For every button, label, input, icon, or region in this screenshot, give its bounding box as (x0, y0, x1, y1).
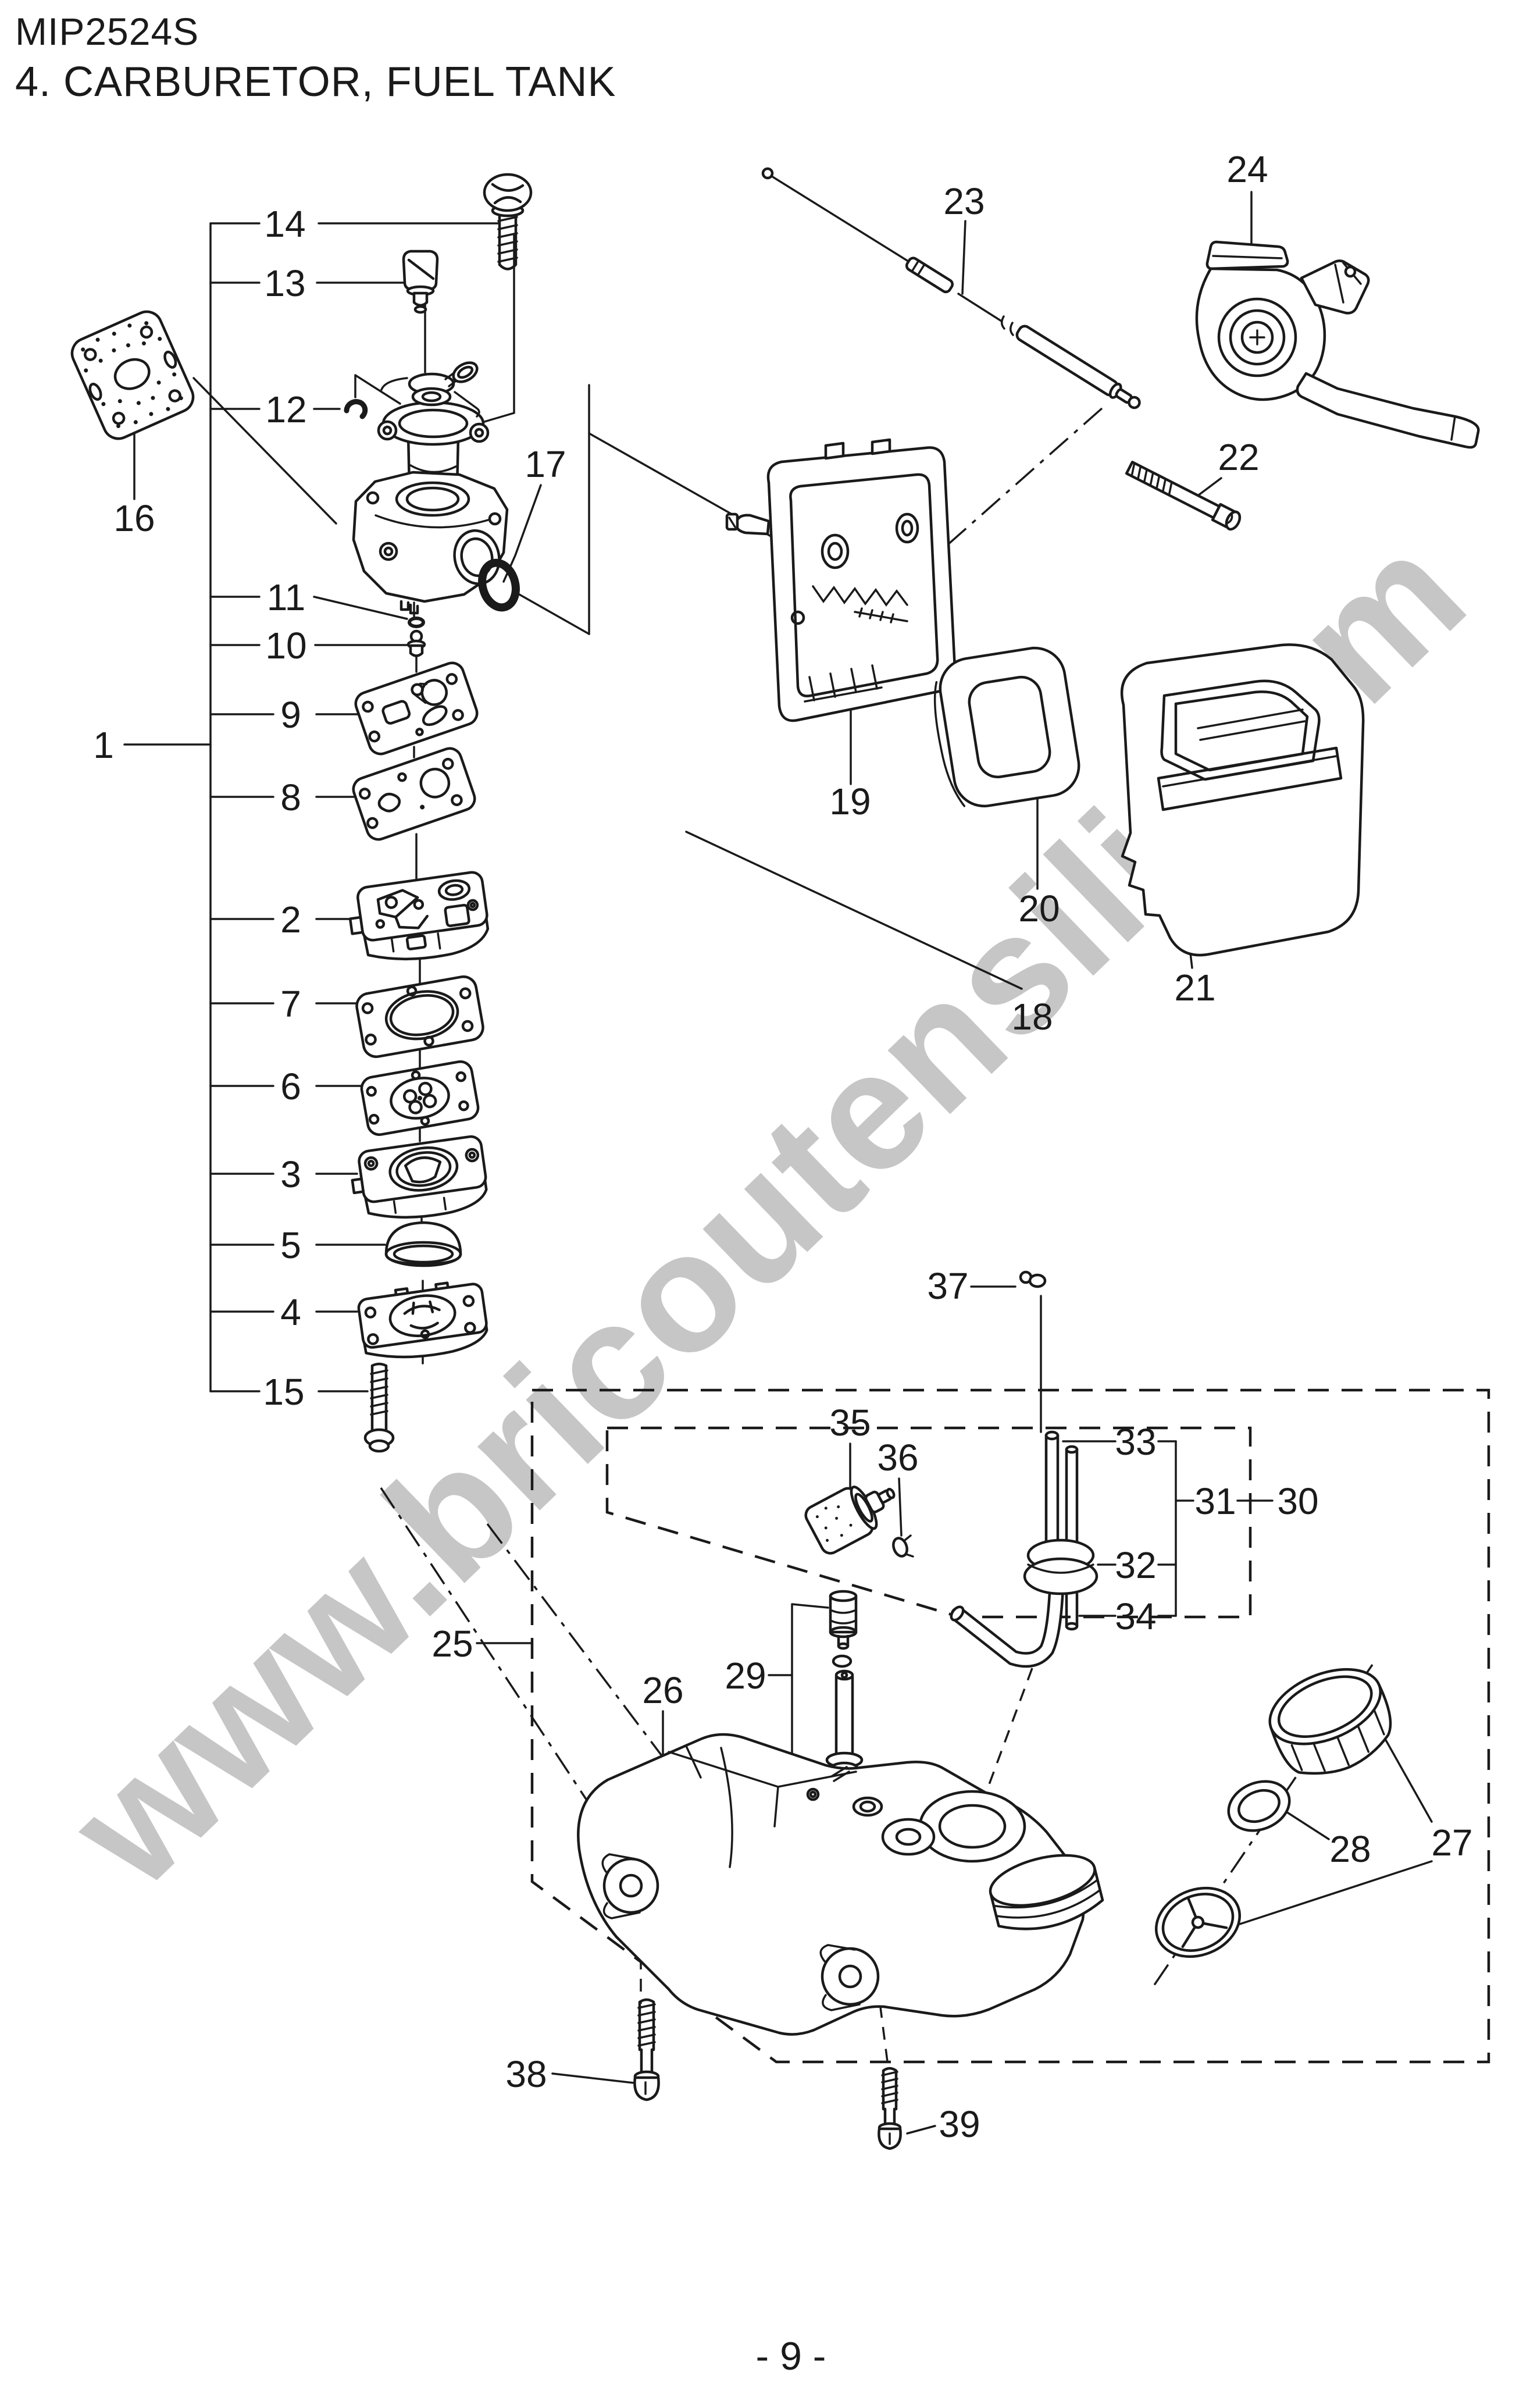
callout-9: 9 (280, 694, 301, 736)
callout-19: 19 (829, 781, 871, 822)
callout-1: 1 (93, 724, 114, 766)
leader-lines (133, 191, 1433, 2135)
callout-15: 15 (263, 1371, 304, 1413)
callout-38: 38 (505, 2053, 547, 2095)
callout-5: 5 (280, 1224, 301, 1266)
part-38-screw (633, 1998, 660, 2101)
part-19-air-cleaner-bracket (725, 438, 957, 722)
callout-17: 17 (525, 443, 566, 485)
callout-3: 3 (280, 1153, 301, 1195)
callout-30: 30 (1277, 1480, 1318, 1522)
callout-24: 24 (1226, 148, 1268, 190)
callout-20: 20 (1018, 888, 1060, 929)
part-15-screw (363, 1362, 395, 1453)
callout-31: 31 (1194, 1480, 1236, 1522)
part-23-throttle-cable (761, 167, 1141, 409)
callout-37: 37 (927, 1265, 968, 1307)
callout-labels: 1 2 3 4 5 6 7 8 9 10 11 12 13 14 15 16 1… (93, 148, 1472, 2145)
callout-25: 25 (431, 1623, 473, 1665)
part-6-diaphragm (360, 1060, 480, 1136)
assembly-1-bracket (123, 222, 274, 1392)
part-24-throttle-lever (1195, 240, 1480, 449)
part-35-fuel-filter (804, 1486, 896, 1555)
part-9-gasket (354, 661, 479, 756)
callout-2: 2 (280, 899, 301, 941)
callout-11: 11 (267, 576, 305, 618)
callout-14: 14 (264, 203, 305, 245)
part-26-fuel-tank (577, 1733, 1104, 2036)
callout-27: 27 (1431, 1822, 1472, 1864)
callout-39: 39 (939, 2103, 980, 2145)
cap-retainer (1155, 1886, 1241, 1958)
callout-28: 28 (1329, 1828, 1371, 1870)
callout-13: 13 (264, 262, 305, 304)
part-37-clip (1019, 1270, 1047, 1288)
part-39-screw (878, 2067, 902, 2150)
callout-12: 12 (265, 389, 306, 430)
callout-36: 36 (877, 1437, 918, 1479)
callout-26: 26 (642, 1669, 683, 1711)
callout-10: 10 (265, 625, 306, 667)
callout-6: 6 (280, 1066, 301, 1107)
callout-18: 18 (1011, 996, 1053, 1038)
part-21-air-cleaner-cover (1120, 643, 1365, 957)
part-14-screw (483, 173, 533, 270)
part-36-clip (892, 1534, 914, 1558)
part-8-diaphragm (352, 747, 476, 841)
callout-29: 29 (725, 1655, 766, 1697)
callout-7: 7 (280, 983, 301, 1025)
callout-22: 22 (1218, 436, 1259, 478)
part-28-cap-gasket (1227, 1780, 1291, 1832)
part-2-pump-body (348, 871, 490, 961)
page-number: - 9 - (755, 2334, 826, 2378)
part-3-body (351, 1135, 488, 1219)
part-16-gasket (70, 310, 195, 440)
callout-34: 34 (1115, 1595, 1156, 1637)
part-5-primer-bulb (384, 1221, 462, 1267)
callout-35: 35 (829, 1402, 871, 1444)
part-13-screw (402, 250, 439, 314)
pickup-assembly (950, 1430, 1098, 1668)
part-27-fuel-cap (1268, 1668, 1392, 1775)
part-11-ring (408, 617, 425, 628)
part-7-gasket (355, 975, 484, 1058)
model-code: MIP2524S (15, 10, 199, 53)
callout-4: 4 (280, 1291, 301, 1333)
part-20-filter-element (933, 646, 1080, 808)
part-22-bolt (1125, 461, 1242, 531)
section-title: 4. CARBURETOR, FUEL TANK (15, 59, 616, 105)
callout-8: 8 (280, 776, 301, 818)
pickup-assy-box-30 (605, 1426, 1252, 1619)
callout-33: 33 (1115, 1421, 1156, 1463)
callout-23: 23 (943, 180, 985, 222)
part-17-o-ring (478, 558, 520, 612)
part-10-plug (406, 629, 426, 657)
callout-21: 21 (1174, 967, 1215, 1009)
callout-16: 16 (113, 497, 155, 539)
callout-32: 32 (1115, 1544, 1156, 1586)
part-4-plate (357, 1281, 488, 1359)
